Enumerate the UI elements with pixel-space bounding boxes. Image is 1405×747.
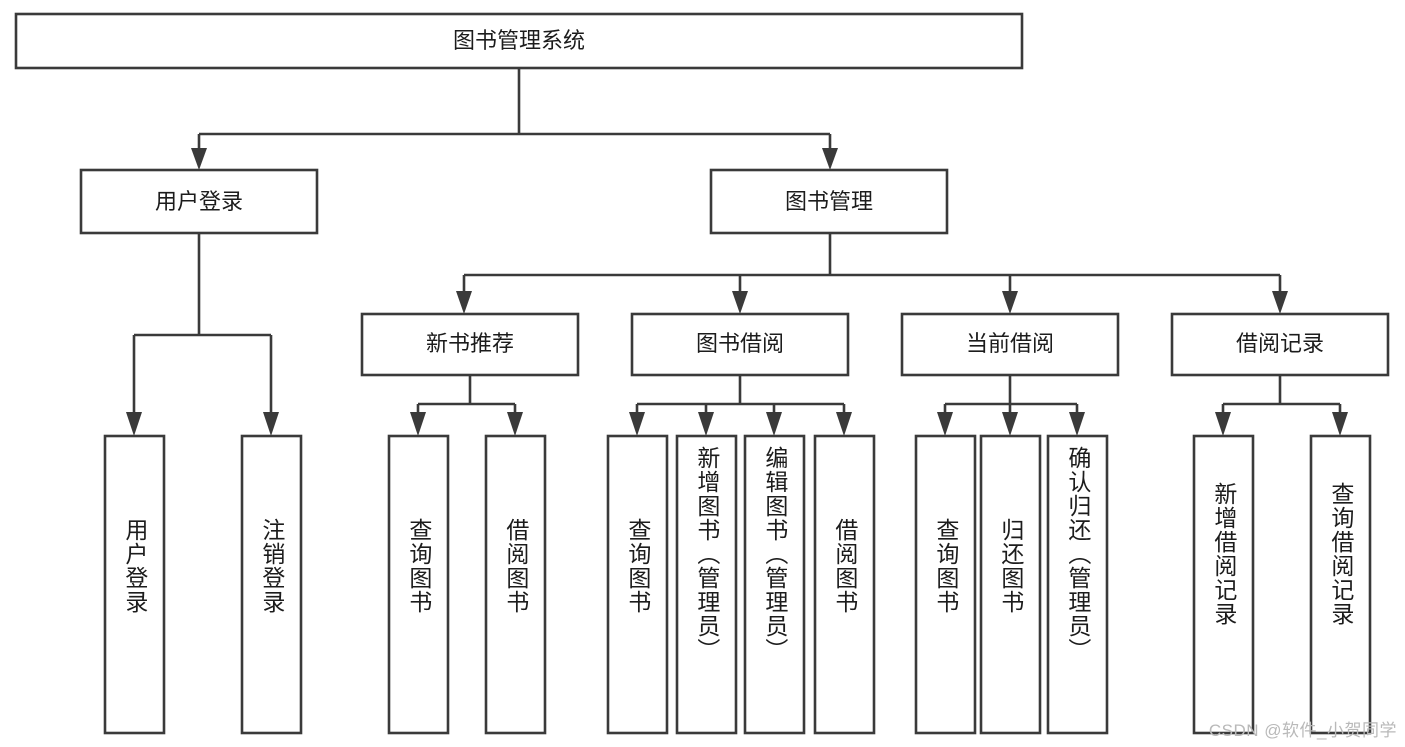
node-label: 用户登录 <box>155 189 243 214</box>
arrow-icon <box>1069 412 1085 436</box>
node-label: 借阅记录 <box>1236 331 1324 356</box>
node-label: 图书借阅 <box>696 331 784 356</box>
connector-borrowrecord-to-leaves <box>1215 375 1348 436</box>
arrow-icon <box>732 291 748 314</box>
arrow-icon <box>263 412 279 436</box>
arrow-icon <box>410 412 426 436</box>
node-box <box>14 12 1024 70</box>
arrow-icon <box>1272 291 1288 314</box>
watermark-text: CSDN @软件_小贺同学 <box>1208 721 1397 740</box>
connector-borrowbook-to-leaves <box>629 375 852 436</box>
node-book-borrow[interactable]: 图书借阅 <box>630 312 850 377</box>
leaf-box-user-login-0[interactable] <box>103 434 166 735</box>
node-current-borrow[interactable]: 当前借阅 <box>900 312 1120 377</box>
connector-newbook-to-leaves <box>410 375 523 436</box>
leaf-box-borrow-record-0[interactable] <box>1192 434 1255 735</box>
connector-root-to-level2 <box>191 68 838 170</box>
arrow-icon <box>456 291 472 314</box>
connector-currentborrow-to-leaves <box>937 375 1085 436</box>
node-box <box>1170 312 1390 377</box>
node-book-management[interactable]: 图书管理 <box>709 168 949 235</box>
arrow-icon <box>1215 412 1231 436</box>
node-box <box>630 312 850 377</box>
leaf-box-book-borrow-1[interactable] <box>675 434 738 735</box>
leaf-box-book-borrow-3[interactable] <box>813 434 876 735</box>
arrow-icon <box>698 412 714 436</box>
leaf-box-current-borrow-0[interactable] <box>914 434 977 735</box>
connector-userlogin-to-leaves <box>126 233 279 436</box>
node-user-login[interactable]: 用户登录 <box>79 168 319 235</box>
leaf-box-book-borrow-2[interactable] <box>743 434 806 735</box>
node-label: 图书管理系统 <box>453 28 585 53</box>
arrow-icon <box>836 412 852 436</box>
leaf-box-borrow-record-1[interactable] <box>1309 434 1372 735</box>
leaf-box-current-borrow-2[interactable] <box>1046 434 1109 735</box>
arrow-icon <box>126 412 142 436</box>
arrow-icon <box>937 412 953 436</box>
connector-bookmgmt-to-level3 <box>456 233 1288 314</box>
arrow-icon <box>191 148 207 170</box>
arrow-icon <box>822 148 838 170</box>
arrow-icon <box>1002 412 1018 436</box>
leaf-box-new-book-1[interactable] <box>484 434 547 735</box>
arrow-icon <box>766 412 782 436</box>
node-box <box>360 312 580 377</box>
node-label: 当前借阅 <box>966 331 1054 356</box>
node-box <box>709 168 949 235</box>
node-root-system[interactable]: 图书管理系统 <box>14 12 1024 70</box>
leaf-box-new-book-0[interactable] <box>387 434 450 735</box>
arrow-icon <box>1332 412 1348 436</box>
node-box <box>79 168 319 235</box>
leaf-box-current-borrow-1[interactable] <box>979 434 1042 735</box>
leaf-box-user-login-1[interactable] <box>240 434 303 735</box>
node-new-book-recommend[interactable]: 新书推荐 <box>360 312 580 377</box>
arrow-icon <box>507 412 523 436</box>
node-label: 新书推荐 <box>426 331 514 356</box>
node-borrow-record[interactable]: 借阅记录 <box>1170 312 1390 377</box>
node-box <box>900 312 1120 377</box>
arrow-icon <box>629 412 645 436</box>
node-label: 图书管理 <box>785 189 873 214</box>
leaf-box-book-borrow-0[interactable] <box>606 434 669 735</box>
arrow-icon <box>1002 291 1018 314</box>
